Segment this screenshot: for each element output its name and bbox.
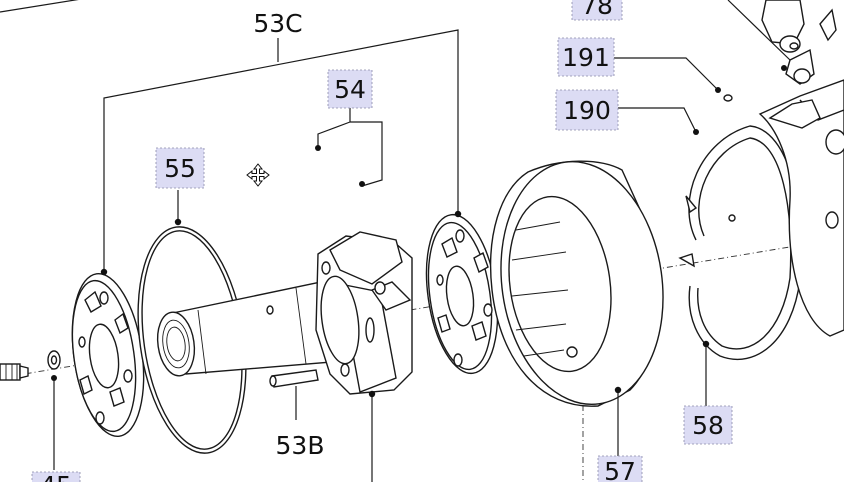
rotor-block [315, 231, 413, 395]
callout-190: 190 [555, 89, 619, 131]
leader-lines [0, 0, 787, 482]
housing [727, 0, 844, 337]
svg-text:45: 45 [40, 471, 72, 482]
callout-58: 58 [683, 405, 733, 445]
svg-text:191: 191 [562, 43, 610, 72]
rotor-shaft [156, 277, 357, 377]
washer-45 [47, 350, 61, 370]
callout-55: 55 [155, 147, 205, 189]
label-53B: 53B [276, 431, 325, 460]
svg-text:190: 190 [563, 96, 611, 125]
callout-45: 45 [31, 471, 81, 482]
callout-57: 57 [597, 455, 643, 482]
left-screw [0, 363, 29, 381]
right-flange-plate [425, 213, 499, 375]
callout-191: 191 [557, 37, 615, 77]
cylinder-57 [489, 160, 664, 407]
svg-text:54: 54 [334, 75, 366, 104]
pin-53B [269, 369, 319, 388]
move-cursor-icon [246, 163, 270, 187]
callout-78: 78 [571, 0, 623, 21]
svg-text:58: 58 [692, 411, 724, 440]
callout-54: 54 [327, 69, 373, 109]
svg-text:57: 57 [604, 457, 636, 482]
svg-text:55: 55 [164, 154, 196, 183]
left-flange-plate [71, 272, 145, 438]
label-53C: 53C [253, 9, 302, 38]
retaining-ring-58 [678, 125, 802, 361]
svg-text:78: 78 [581, 0, 613, 20]
